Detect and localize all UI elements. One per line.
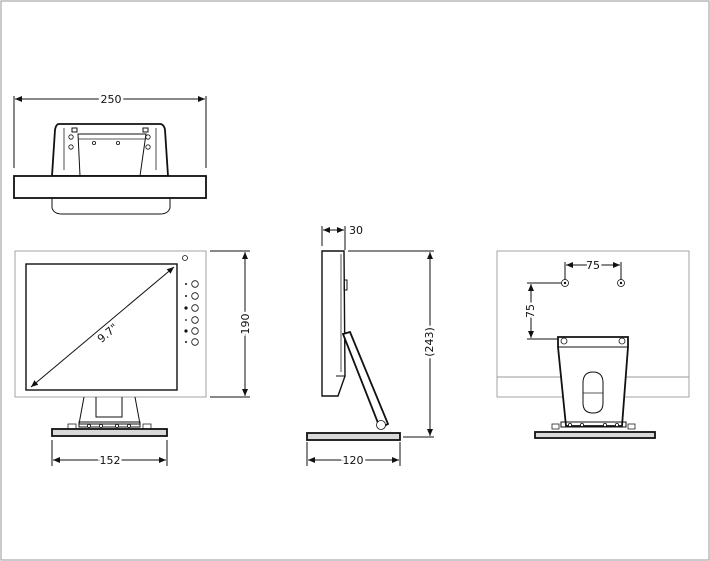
- top-view: 250: [13, 91, 207, 215]
- side-height-label: (243): [423, 327, 436, 357]
- side-stand-arm: [341, 330, 390, 430]
- top-view-stand-plate: [51, 123, 169, 177]
- top-view-monitor-body: [13, 175, 207, 199]
- rear-base: [534, 431, 656, 439]
- front-bezel: [14, 250, 207, 398]
- side-view: 30 (243) 120: [306, 224, 439, 470]
- side-depth-label: 30: [349, 224, 363, 237]
- front-height-label: 190: [239, 314, 252, 335]
- front-view: 9.7" 190 152: [14, 250, 255, 470]
- front-base: [51, 428, 168, 437]
- rear-view: 75 75: [496, 250, 690, 439]
- vesa-horizontal-label: 75: [586, 259, 600, 272]
- front-stand-neck: [78, 396, 141, 425]
- front-control-buttons: [184, 280, 199, 346]
- diagonal-dimension-line: [30, 266, 175, 388]
- top-width-label: 250: [101, 93, 122, 106]
- front-base-label: 152: [100, 454, 121, 467]
- side-base: [306, 432, 401, 441]
- rear-cable-slot: [582, 371, 604, 414]
- front-power-led: [182, 255, 188, 261]
- side-base-label: 120: [343, 454, 364, 467]
- side-monitor-profile: [321, 250, 346, 397]
- vesa-vertical-label: 75: [524, 304, 537, 318]
